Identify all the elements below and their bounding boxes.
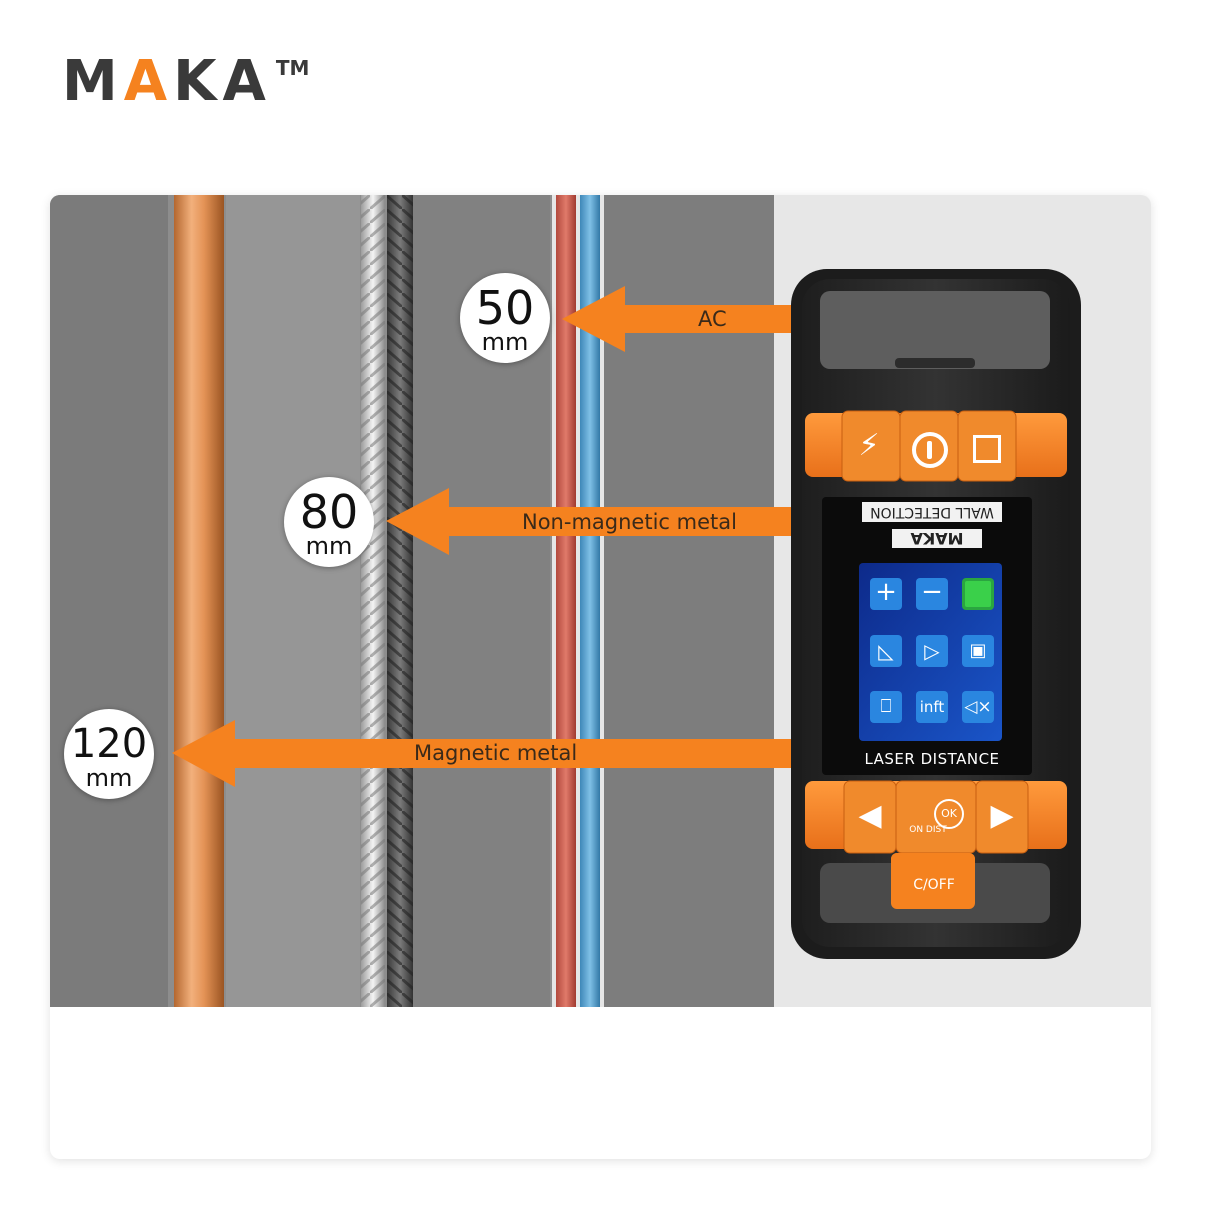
product-card: ⚡︎ WALL DETECTION MAKA + − ◺ ▷ ▣ ⎕ inft …	[50, 195, 1151, 1159]
screen-top-label: WALL DETECTION	[862, 502, 1002, 522]
screen-bottom-label: LASER DISTANCE	[864, 750, 1000, 768]
arrow-magnetic	[172, 720, 794, 787]
trademark-mark: TM	[275, 56, 310, 80]
label-magnetic-metal: Magnetic metal	[414, 741, 578, 765]
arrow-non-magnetic	[386, 488, 820, 555]
on-dist-button[interactable]: ON DIST	[909, 825, 947, 835]
distance-unit: mm	[85, 764, 133, 792]
detector-device	[791, 269, 1081, 959]
blue-wire	[580, 195, 600, 1007]
distance-unit: mm	[305, 532, 353, 560]
c-off-button[interactable]: C/OFF	[913, 877, 955, 893]
distance-badge-magnetic: 120 mm	[64, 709, 154, 799]
laser-icon: ▷	[924, 639, 940, 663]
distance-value: 50	[475, 281, 535, 335]
right-arrow-icon[interactable]: ▶	[990, 798, 1014, 833]
distance-value: 120	[70, 721, 148, 767]
power-icon-bar	[927, 441, 932, 459]
unit-icon: inft	[919, 698, 945, 716]
ok-button[interactable]: OK	[934, 799, 964, 829]
distance-badge-ac: 50 mm	[460, 273, 550, 363]
minus-icon: −	[921, 577, 943, 607]
brand-logo: MAKA TM	[62, 52, 309, 112]
wall-scan-icon[interactable]	[973, 435, 1001, 463]
lightning-icon[interactable]: ⚡︎	[858, 428, 880, 463]
brand-name: MAKA	[62, 49, 272, 114]
distance-unit: mm	[481, 328, 529, 356]
arrow-ac	[562, 286, 820, 352]
mute-icon: ◁×	[964, 697, 992, 717]
measure-icon: ⎕	[880, 696, 892, 717]
left-arrow-icon[interactable]: ◀	[858, 798, 882, 833]
screen-brand-logo: MAKA	[892, 529, 982, 548]
save-icon: ▣	[969, 640, 987, 661]
red-wire	[556, 195, 576, 1007]
power-icon[interactable]	[912, 432, 948, 468]
wall-scene: ⚡︎ WALL DETECTION MAKA + − ◺ ▷ ▣ ⎕ inft …	[50, 195, 1151, 1007]
copper-pipe	[174, 195, 224, 1007]
plus-icon: +	[875, 577, 897, 607]
distance-value: 80	[299, 485, 359, 539]
angle-icon: ◺	[878, 639, 894, 663]
label-non-magnetic-metal: Non-magnetic metal	[522, 510, 737, 534]
wall-illustration	[50, 195, 1151, 1007]
distance-badge-non-magnetic: 80 mm	[284, 477, 374, 567]
label-ac: AC	[698, 307, 727, 331]
